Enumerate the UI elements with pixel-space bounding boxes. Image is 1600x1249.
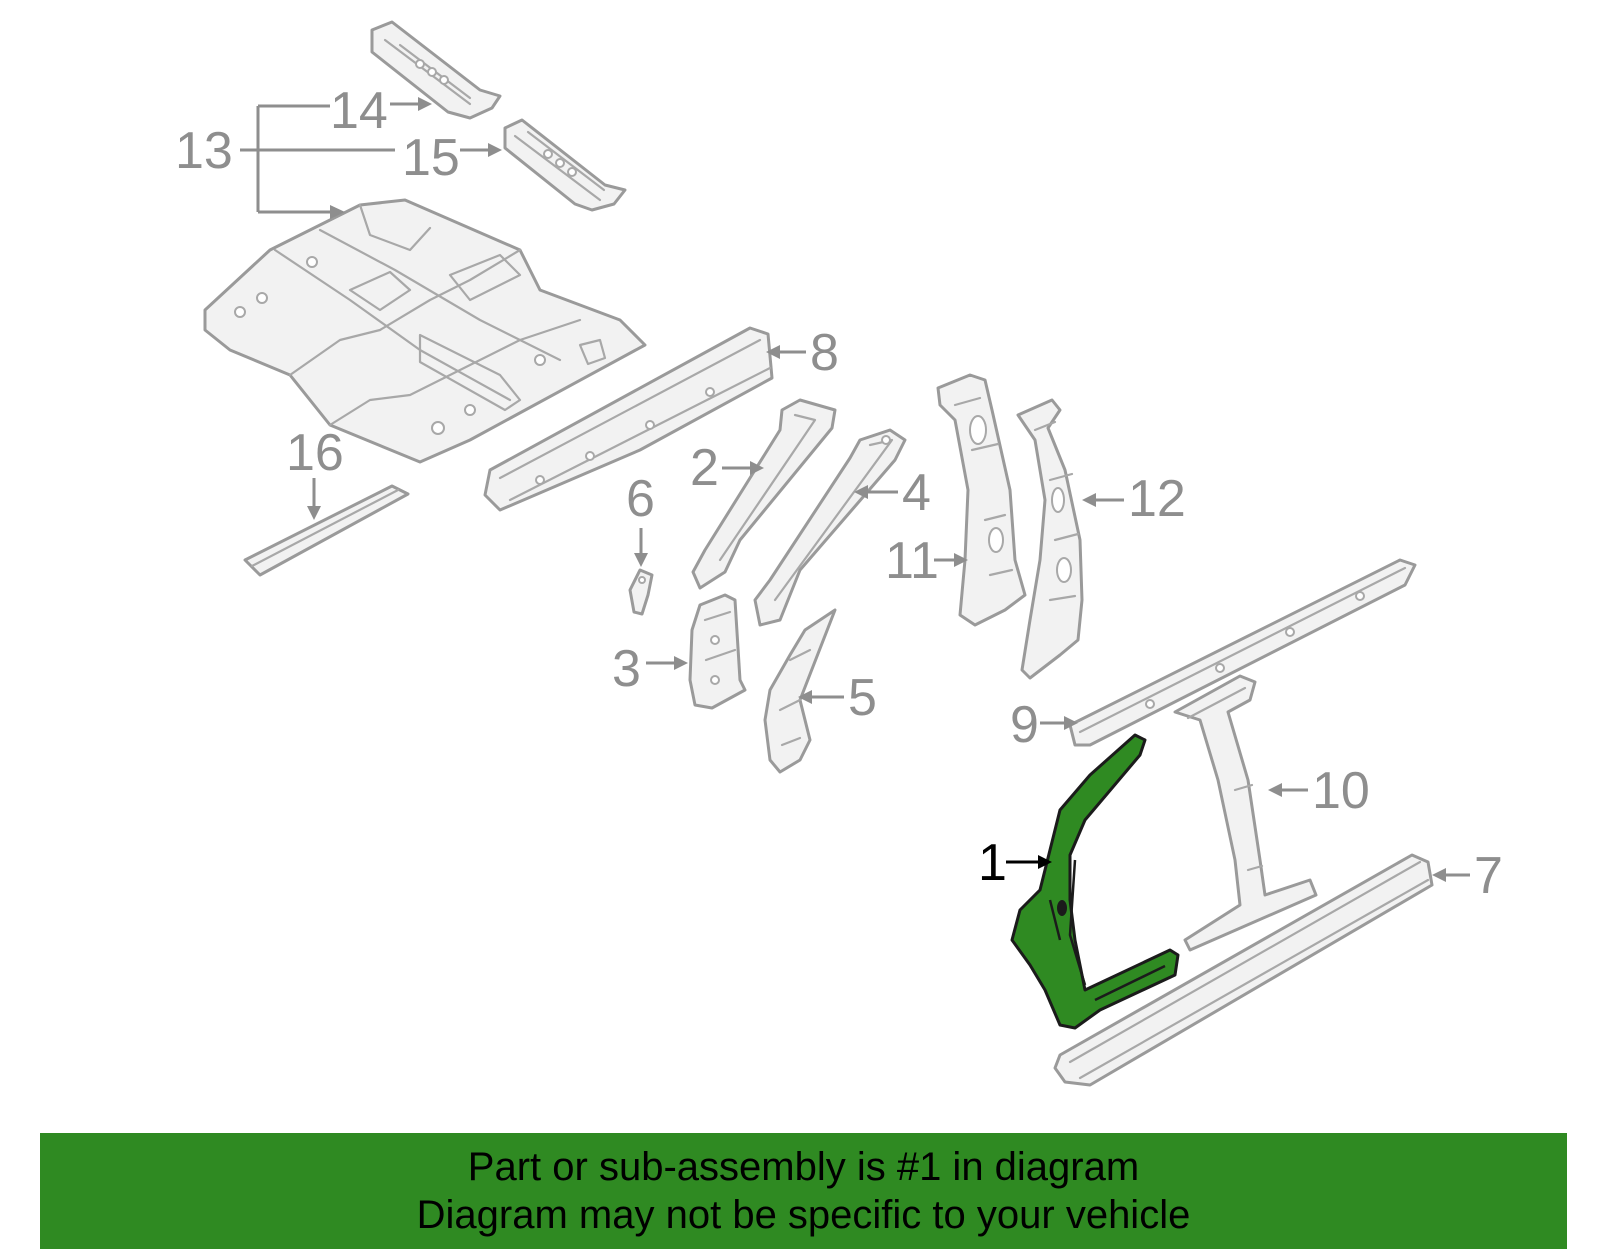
banner-disclaimer: Diagram may not be specific to your vehi… [416,1193,1191,1237]
callout-1: 1 [978,834,1007,892]
callout-13-bracket [240,104,395,219]
callout-8: 8 [810,324,839,382]
callout-5-arrow [798,690,844,704]
part-12-b-pillar-outer [1016,398,1084,680]
callout-13: 13 [175,122,233,180]
parts-diagram: 13 14 15 16 8 2 4 6 3 5 11 12 9 [175,20,1503,1087]
part-1-highlighted [1010,733,1180,1030]
callout-12: 12 [1128,470,1186,528]
part-9-rocker-reinforcement [1068,558,1417,747]
callout-10-arrow [1268,783,1308,797]
callout-16: 16 [286,424,344,482]
callout-4-arrow [854,485,898,499]
part-13-floor-pan [203,198,647,464]
callout-1-arrow [1006,855,1052,869]
part-8-rocker [483,326,774,512]
callout-16-arrow [307,478,321,520]
callout-2-arrow [722,461,764,475]
callout-14-arrow [390,97,432,111]
part-2-pillar [691,398,837,590]
callout-8-arrow [766,345,806,359]
part-11-b-pillar-inner [936,373,1027,627]
part-6-bracket [628,568,654,616]
banner-part-message: Part or sub-assembly is #1 in diagram [467,1145,1140,1189]
callout-6: 6 [626,470,655,528]
callout-9-arrow [1040,716,1078,730]
callout-2: 2 [690,439,719,497]
callout-5: 5 [848,669,877,727]
info-banner: Part or sub-assembly is #1 in diagram Di… [40,1133,1567,1249]
part-10-b-pillar-lower [1173,674,1318,952]
part-14-crossmember [370,20,502,120]
part-3-pillar-lower [688,593,747,710]
part-16-sill-reinforcement [243,484,410,577]
callout-11: 11 [885,532,939,590]
callout-3-arrow [646,656,688,670]
callout-6-arrow [634,528,648,567]
part-4-pillar [753,428,907,627]
part-7-rocker-outer [1053,853,1434,1087]
part-5-pillar-lower [763,608,837,774]
callout-7: 7 [1474,847,1503,905]
callout-15-arrow [460,143,502,157]
callout-15: 15 [402,129,460,187]
callout-9: 9 [1010,696,1039,754]
callout-3: 3 [612,640,641,698]
callout-4: 4 [902,464,931,522]
callout-11-arrow [934,553,968,567]
callout-7-arrow [1432,868,1470,882]
callout-12-arrow [1082,493,1124,507]
callout-14: 14 [330,82,388,140]
part-15-crossmember [503,118,627,212]
callout-10: 10 [1312,762,1370,820]
